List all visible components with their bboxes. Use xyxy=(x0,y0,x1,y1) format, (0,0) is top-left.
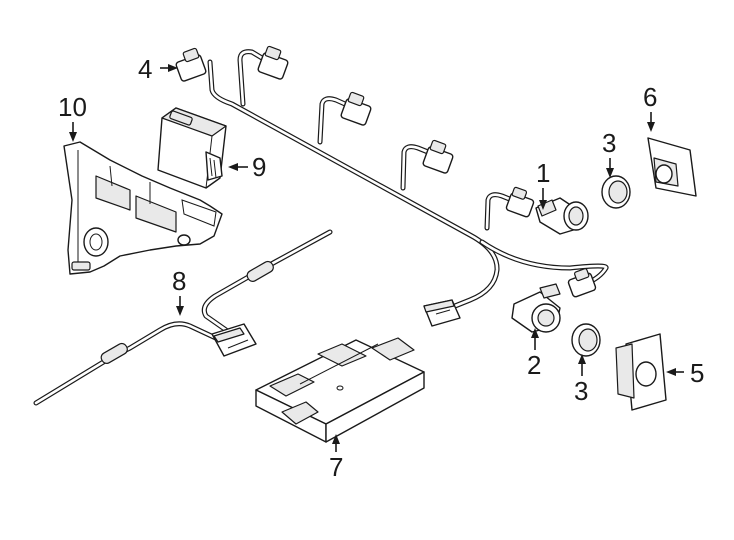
callout-3-lower: 3 xyxy=(574,376,588,406)
control-module xyxy=(157,107,227,189)
callout-5: 5 xyxy=(690,358,704,388)
callout-arrows xyxy=(69,64,684,452)
sensor-ring-upper xyxy=(601,175,631,209)
sensor-holder-upper xyxy=(647,137,697,197)
parking-sensor-upper xyxy=(535,197,589,235)
sensor-holder-lower xyxy=(615,333,667,411)
callout-6: 6 xyxy=(643,82,657,112)
wiring-harness xyxy=(175,45,609,327)
callout-7: 7 xyxy=(329,452,343,482)
callout-4: 4 xyxy=(138,54,152,84)
callout-3-upper: 3 xyxy=(602,128,616,158)
callout-8: 8 xyxy=(172,266,186,296)
parking-assist-module xyxy=(255,337,425,443)
callout-2: 2 xyxy=(527,350,541,380)
parking-sensor-lower xyxy=(511,283,561,333)
callout-1: 1 xyxy=(536,158,550,188)
callout-10: 10 xyxy=(58,92,87,122)
sensor-ring-lower xyxy=(571,323,601,357)
antenna-cable xyxy=(33,229,333,406)
callout-9: 9 xyxy=(252,152,266,182)
sensor-bracket xyxy=(63,141,223,275)
